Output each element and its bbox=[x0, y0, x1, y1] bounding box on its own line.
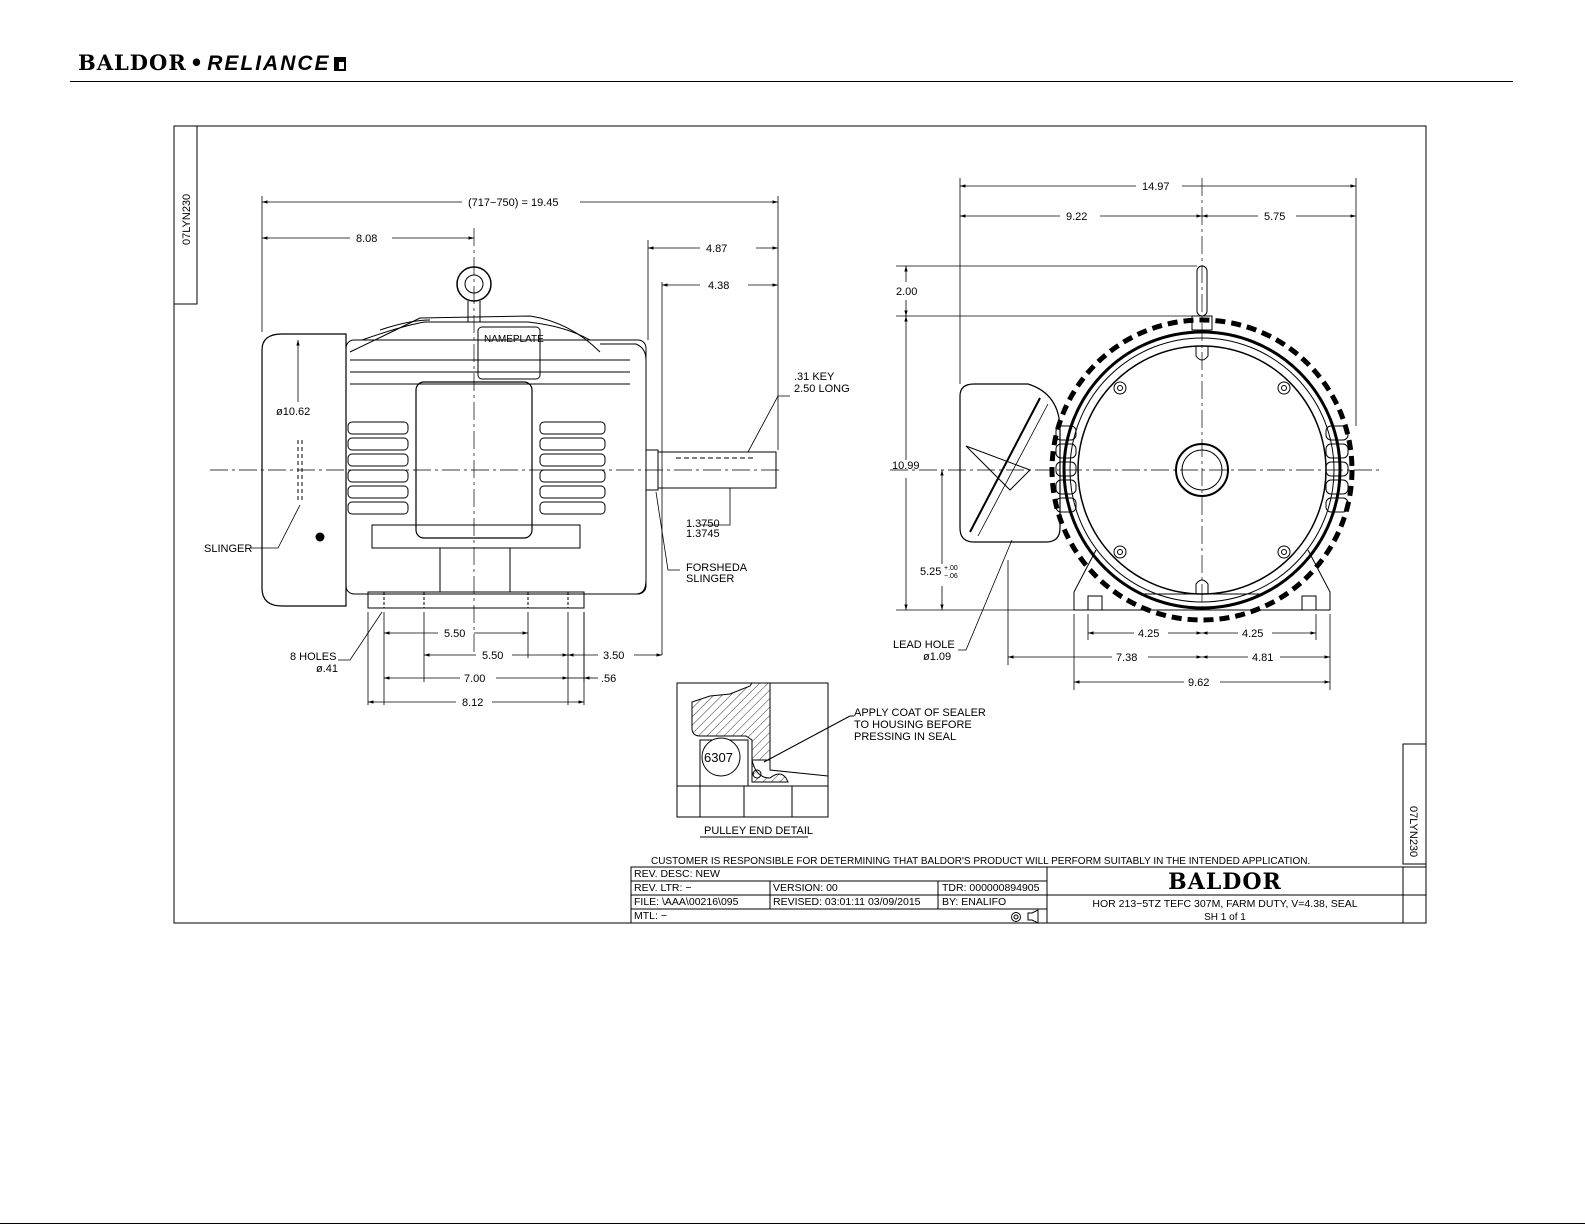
side-view-dimensions bbox=[250, 196, 790, 705]
header-rule bbox=[70, 81, 1513, 82]
tdr-number: TDR: 000000894905 bbox=[942, 882, 1040, 894]
dim-overall-length: (717−750) = 19.45 bbox=[468, 197, 559, 209]
dim-7-38: 7.38 bbox=[1116, 652, 1137, 664]
dim-5-50-b: 5.50 bbox=[482, 650, 503, 662]
dim-8-08: 8.08 bbox=[356, 233, 377, 245]
pulley-detail-title: PULLEY END DETAIL bbox=[704, 825, 813, 837]
dim-3-50: 3.50 bbox=[603, 650, 624, 662]
sheet-number: SH 1 of 1 bbox=[1204, 912, 1246, 923]
revised-date: REVISED: 03:01:11 03/09/2015 bbox=[773, 896, 921, 908]
drawn-by: BY: ENALIFO bbox=[942, 896, 1006, 908]
end-view-dimensions bbox=[896, 178, 1357, 690]
dim-dia-10-62: ø10.62 bbox=[276, 406, 310, 418]
dim-5-75: 5.75 bbox=[1264, 211, 1285, 223]
lead-hole-line2: ø1.09 bbox=[923, 651, 951, 663]
dim-2-00: 2.00 bbox=[896, 286, 917, 298]
end-view bbox=[890, 178, 1380, 623]
shaft-dia-max: 1.3750 bbox=[686, 518, 720, 530]
dim-4-87: 4.87 bbox=[706, 243, 727, 255]
dim-4-81: 4.81 bbox=[1252, 652, 1273, 664]
tolerance-minus: −.06 bbox=[944, 573, 958, 580]
slinger-label: SLINGER bbox=[204, 543, 252, 555]
drawing-description: HOR 213−5TZ TEFC 307M, FARM DUTY, V=4.38… bbox=[1092, 898, 1357, 910]
tolerance-plus: +.00 bbox=[944, 565, 958, 572]
brand-logo: BALDOR•RELIANCE bbox=[78, 50, 346, 76]
file-path: FILE: \AAA\00216\095 bbox=[634, 896, 739, 908]
dim-4-25-a: 4.25 bbox=[1138, 628, 1159, 640]
brand-part1: BALDOR bbox=[78, 50, 187, 75]
rev-ltr: REV. LTR: − bbox=[634, 882, 691, 894]
brand-part2: RELIANCE bbox=[207, 52, 331, 75]
baldor-title-logo: BALDOR bbox=[1168, 869, 1282, 895]
sealer-note-line1: APPLY COAT OF SEALER bbox=[854, 707, 986, 719]
shaft-dia-min: 1.3745 bbox=[686, 528, 720, 540]
footer-rule bbox=[0, 1223, 1585, 1224]
forsheda-line1: FORSHEDA bbox=[686, 562, 748, 574]
nameplate-label: NAMEPLATE bbox=[484, 334, 544, 345]
bearing-number: 6307 bbox=[704, 750, 733, 765]
dim-9-62: 9.62 bbox=[1188, 677, 1209, 689]
holes-line2: ø.41 bbox=[316, 663, 338, 675]
drawing-id-top: 07LYN230 bbox=[181, 194, 193, 245]
holes-line1: 8 HOLES bbox=[290, 651, 336, 663]
rev-desc: REV. DESC: NEW bbox=[634, 868, 720, 880]
dim-0-56: .56 bbox=[601, 673, 616, 685]
material: MTL: − bbox=[634, 910, 667, 922]
sealer-note-line3: PRESSING IN SEAL bbox=[854, 731, 956, 743]
title-block bbox=[630, 866, 1427, 924]
dim-4-38: 4.38 bbox=[708, 280, 729, 292]
pulley-end-detail bbox=[676, 682, 854, 838]
version: VERSION: 00 bbox=[773, 882, 838, 894]
dim-5-50-a: 5.50 bbox=[444, 628, 465, 640]
sealer-note-line2: TO HOUSING BEFORE bbox=[854, 719, 972, 731]
dim-5-25: 5.25 bbox=[920, 566, 941, 578]
forsheda-line2: SLINGER bbox=[686, 573, 734, 585]
key-note-line1: .31 KEY bbox=[794, 371, 835, 383]
lead-hole-line1: LEAD HOLE bbox=[893, 639, 955, 651]
brand-sep: • bbox=[189, 50, 205, 75]
drawing-id-bottom: 07LYN230 bbox=[1407, 806, 1419, 857]
dim-4-25-b: 4.25 bbox=[1242, 628, 1263, 640]
dim-9-22: 9.22 bbox=[1066, 211, 1087, 223]
customer-note: CUSTOMER IS RESPONSIBLE FOR DETERMINING … bbox=[651, 856, 1310, 867]
dim-8-12: 8.12 bbox=[462, 697, 483, 709]
dim-7-00: 7.00 bbox=[464, 673, 485, 685]
drawing-border bbox=[173, 125, 1427, 924]
reliance-mark-icon bbox=[333, 57, 346, 71]
side-view bbox=[210, 228, 780, 655]
dim-10-99: 10.99 bbox=[892, 460, 920, 472]
key-note-line2: 2.50 LONG bbox=[794, 383, 850, 395]
dim-14-97: 14.97 bbox=[1142, 181, 1170, 193]
